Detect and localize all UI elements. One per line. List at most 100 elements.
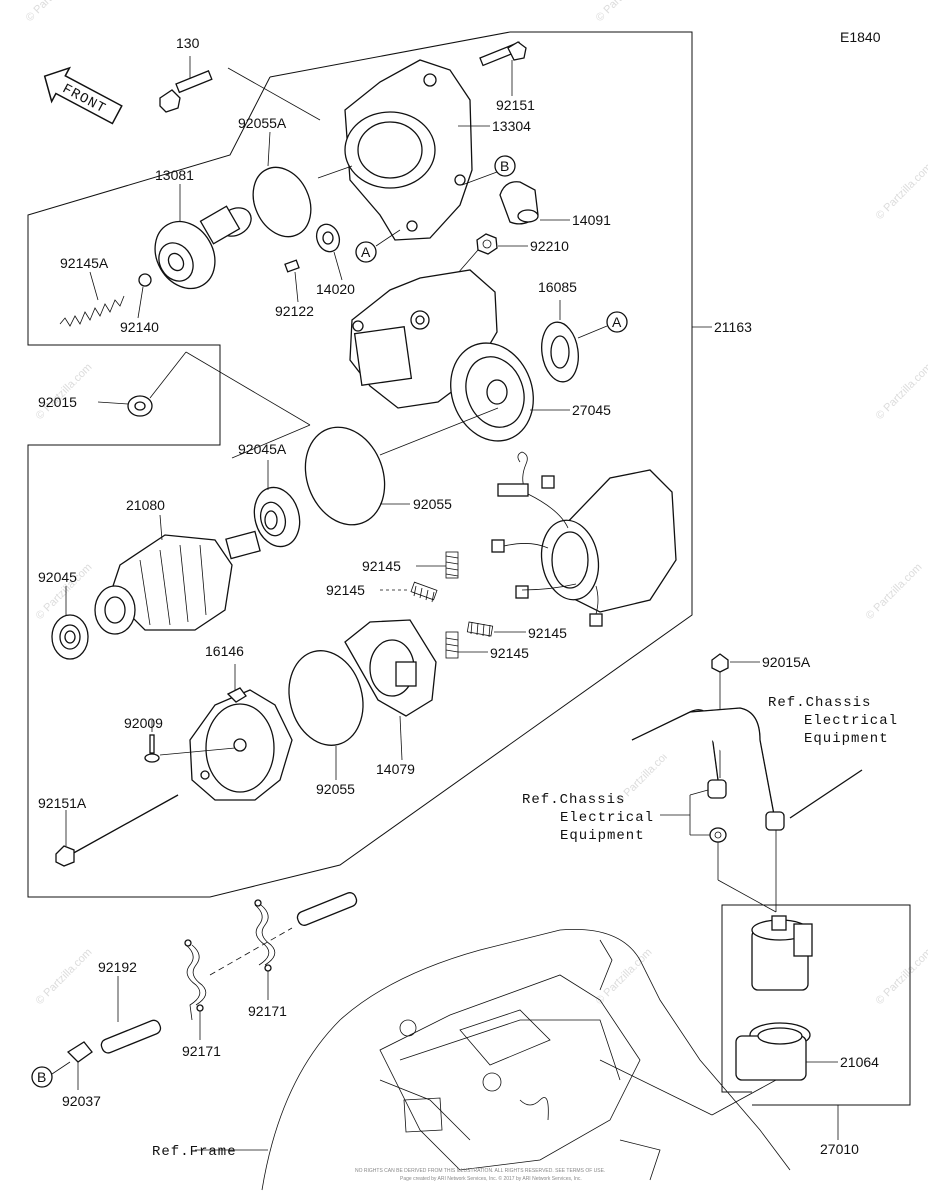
part-label: 92145 <box>362 558 401 574</box>
tube-92192 <box>100 976 162 1054</box>
ref-label: Equipment <box>560 828 645 844</box>
part-label: 92151A <box>38 795 87 811</box>
part-label: 92145 <box>528 625 567 641</box>
bolt-130 <box>159 56 321 121</box>
callout-a: A <box>361 244 371 260</box>
bearing-92045a <box>253 460 301 548</box>
tube-upper <box>209 892 358 976</box>
armature-21080 <box>94 514 261 635</box>
copyright-line: NO RIGHTS CAN BE DERIVED FROM THIS ILLUS… <box>355 1168 605 1174</box>
watermark: © Partzilla.com <box>34 946 95 1007</box>
part-label: 92037 <box>62 1093 101 1109</box>
watermark: © Partzilla.com <box>594 946 655 1007</box>
watermark: © Partzilla.com <box>874 361 928 422</box>
brush-holder-14079 <box>344 619 437 761</box>
callout-circle-b <box>31 1066 53 1088</box>
spring-92145 <box>416 551 459 579</box>
watermark: © Partzilla.com <box>594 0 655 24</box>
assembly-outline <box>27 31 693 898</box>
part-label: 92171 <box>248 1003 287 1019</box>
clamp-92171 <box>184 939 207 1040</box>
part-label: 13304 <box>492 118 531 134</box>
part-label: 92192 <box>98 959 137 975</box>
pin-92122 <box>284 259 300 273</box>
ref-label: Ref.Chassis <box>768 695 871 711</box>
ref-label: Equipment <box>804 731 889 747</box>
yoke-brush-assembly <box>491 451 677 627</box>
part-label: 92015A <box>762 654 811 670</box>
frame-reference <box>195 929 791 1191</box>
solenoid-outline <box>721 904 752 1093</box>
callout-circle-b <box>494 155 516 177</box>
watermark: © Partzilla.com <box>34 361 95 422</box>
part-label: 92140 <box>120 319 159 335</box>
solenoid-outline <box>752 904 911 1106</box>
bolt-92151a <box>55 794 179 867</box>
callout-a: A <box>612 314 622 330</box>
clutch-gear-13081 <box>154 184 252 290</box>
callout-circle-a <box>355 241 377 263</box>
part-label: 130 <box>176 35 200 51</box>
screw-92009 <box>144 720 236 763</box>
part-label: 92171 <box>182 1043 221 1059</box>
part-label: 92045A <box>238 441 287 457</box>
part-label: 27045 <box>572 402 611 418</box>
spring-92145a <box>59 271 125 327</box>
watermark: © Partzilla.com <box>864 561 925 622</box>
part-label: 92151 <box>496 97 535 113</box>
spring-92145 <box>445 631 488 659</box>
bolt-92151 <box>479 41 527 96</box>
part-label: 92045 <box>38 569 77 585</box>
starter-housing-13304 <box>317 59 490 241</box>
ref-label: Ref.Chassis <box>522 792 625 808</box>
washer-92015 <box>97 351 311 426</box>
part-label: 13081 <box>155 167 194 183</box>
part-label: 92145 <box>326 582 365 598</box>
part-label: 21080 <box>126 497 165 513</box>
end-cap-16146 <box>189 664 293 801</box>
part-label: 92055A <box>238 115 287 131</box>
bearing-92045 <box>51 586 89 660</box>
part-label: 92015 <box>38 394 77 410</box>
clamp-92171 <box>254 899 276 1000</box>
gear-16085 <box>541 300 579 383</box>
spring-92145 <box>466 621 526 638</box>
part-label: 92055 <box>316 781 355 797</box>
part-label: 14091 <box>572 212 611 228</box>
diagram-code: E1840 <box>840 29 881 45</box>
part-label: 27010 <box>820 1141 859 1157</box>
part-label: 16146 <box>205 643 244 659</box>
copyright-line: Page created by ARI Network Services, In… <box>400 1175 582 1182</box>
front-arrow-icon: FRONT <box>43 66 123 125</box>
part-label: 92210 <box>530 238 569 254</box>
o-ring-92055 <box>304 426 386 526</box>
ref-label: Electrical <box>560 810 654 826</box>
starter-cable <box>631 707 863 843</box>
ref-label: Ref.Frame <box>152 1144 237 1160</box>
part-label: 92145 <box>490 645 529 661</box>
terminal-cap-14091 <box>499 181 570 225</box>
gear-14020 <box>315 223 343 281</box>
clip-92037 <box>66 1041 93 1090</box>
watermark: © Partzilla.com <box>24 0 85 24</box>
callout-b: B <box>500 158 509 174</box>
ball-92140 <box>138 273 152 287</box>
o-ring-92055a <box>252 166 312 238</box>
part-label: 16085 <box>538 279 577 295</box>
ref-label: Electrical <box>804 713 898 729</box>
solenoid-21064 <box>735 915 838 1081</box>
part-label: 21163 <box>714 319 752 335</box>
part-label: 92055 <box>413 496 452 512</box>
callout-circle-a <box>606 311 628 333</box>
part-label: 92122 <box>275 303 314 319</box>
part-label: 14079 <box>376 761 415 777</box>
part-label: 92009 <box>124 715 163 731</box>
watermark: © Partzilla.com <box>874 161 928 222</box>
part-label: 92145A <box>60 255 109 271</box>
end-cover-27045 <box>450 342 570 442</box>
callout-b: B <box>37 1069 46 1085</box>
part-label: 21064 <box>840 1054 879 1070</box>
part-label: 14020 <box>316 281 355 297</box>
